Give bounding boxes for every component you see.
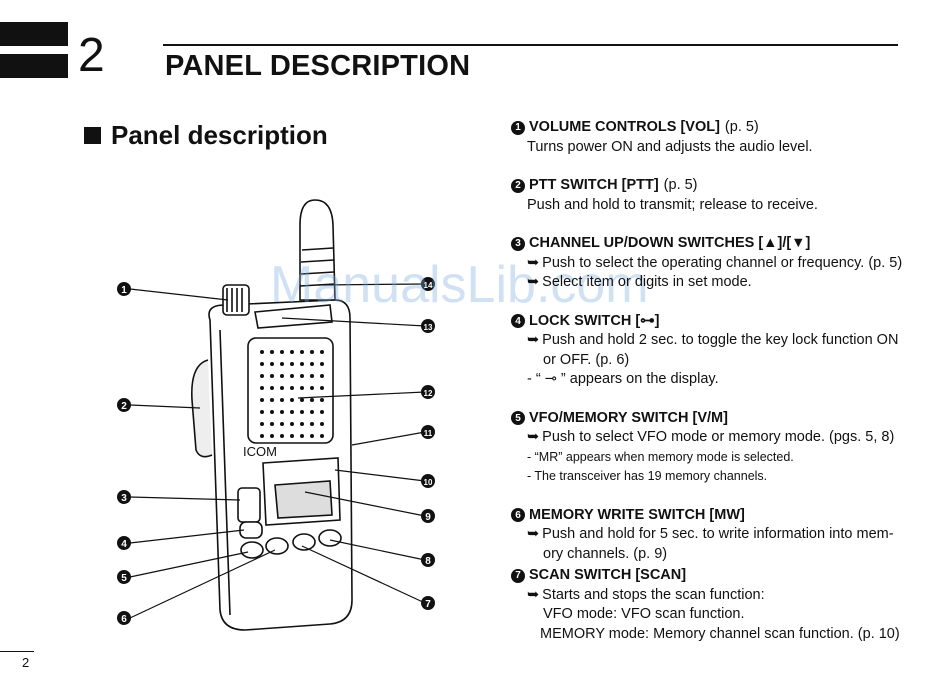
item-line-text: Push and hold 2 sec. to toggle the key l… — [542, 332, 899, 348]
item-line: ➥Push to select VFO mode or memory mode.… — [511, 428, 911, 448]
item-line: MEMORY mode: Memory channel scan functio… — [540, 625, 900, 642]
item-line: Push and hold to transmit; release to re… — [527, 196, 818, 213]
number-badge: 7 — [511, 568, 525, 583]
callout-6: 6 — [121, 614, 127, 625]
item-title: VOLUME CONTROLS [VOL] — [529, 119, 720, 135]
item-title: LOCK SWITCH [⊶] — [529, 312, 660, 329]
desc-item-3: 3 CHANNEL UP/DOWN SWITCHES [▲]/[▼] ➥Push … — [511, 234, 911, 293]
section-title: Panel description — [111, 120, 328, 150]
item-title: CHANNEL UP/DOWN SWITCHES [▲]/[▼] — [529, 235, 811, 251]
item-page-ref: (p. 5) — [724, 119, 759, 135]
arrow-icon: ➥ — [527, 526, 540, 542]
item-line: ➥Push and hold for 5 sec. to write infor… — [511, 525, 911, 545]
item-line-text: Starts and stops the scan function: — [542, 586, 765, 603]
arrow-icon: ➥ — [527, 254, 540, 271]
chapter-tab-bar-bottom — [0, 54, 68, 78]
item-line-text: Select item or digits in set mode. — [542, 274, 752, 290]
item-line: VFO mode: VFO scan function. — [543, 606, 745, 622]
callout-12: 12 — [424, 389, 433, 398]
number-badge: 1 — [511, 120, 525, 135]
radio-illustration: ICOM 1 2 3 4 5 6 7 8 9 10 11 12 13 14 — [117, 199, 435, 631]
desc-item-7: 7 SCAN SWITCH [SCAN] ➥Starts and stops th… — [511, 566, 911, 644]
number-badge: 6 — [511, 508, 525, 523]
callout-8: 8 — [425, 556, 431, 567]
number-badge: 4 — [511, 314, 525, 329]
item-line: or OFF. (p. 6) — [543, 351, 630, 368]
callout-1: 1 — [121, 285, 127, 296]
section-heading: Panel description — [84, 120, 328, 151]
item-line-text: Push to select the operating channel or … — [542, 254, 903, 271]
callout-4: 4 — [121, 539, 127, 550]
number-badge: 5 — [511, 411, 525, 426]
item-line: - The transceiver has 19 memory channels… — [527, 469, 768, 483]
item-title: SCAN SWITCH [SCAN] — [529, 567, 687, 583]
item-line: ory channels. (p. 9) — [543, 545, 668, 562]
chapter-tab-bar-top — [0, 22, 68, 46]
desc-item-5: 5 VFO/MEMORY SWITCH [V/M] ➥Push to select… — [511, 409, 911, 487]
item-title: PTT SWITCH [PTT] — [529, 177, 659, 193]
callout-9: 9 — [425, 512, 431, 523]
callout-14: 14 — [424, 281, 433, 290]
item-line-text: Push to select VFO mode or memory mode. … — [542, 429, 895, 445]
desc-item-1: 1 VOLUME CONTROLS [VOL](p. 5) Turns power… — [511, 118, 911, 157]
number-badge: 2 — [511, 178, 525, 193]
item-line: Turns power ON and adjusts the audio lev… — [527, 138, 813, 155]
arrow-icon: ➥ — [527, 586, 540, 603]
desc-item-4: 4 LOCK SWITCH [⊶] ➥Push and hold 2 sec. t… — [511, 312, 911, 390]
item-line: - “ ⊸ ” appears on the display. — [527, 371, 719, 387]
callout-7: 7 — [425, 599, 431, 610]
callout-11: 11 — [424, 429, 433, 438]
item-line-text: Push and hold for 5 sec. to write inform… — [542, 526, 894, 542]
number-badge: 3 — [511, 236, 525, 251]
item-line: - “MR” appears when memory mode is selec… — [527, 449, 794, 464]
item-line: ➥Select item or digits in set mode. — [511, 273, 911, 293]
footer-rule — [0, 651, 34, 652]
arrow-icon: ➥ — [527, 332, 540, 348]
desc-item-6: 6 MEMORY WRITE SWITCH [MW] ➥Push and hold… — [511, 506, 911, 565]
item-line: ➥Push and hold 2 sec. to toggle the key … — [511, 331, 911, 351]
callout-13: 13 — [424, 323, 433, 332]
callout-2: 2 — [121, 401, 127, 412]
callout-10: 10 — [424, 478, 433, 487]
brand-label: ICOM — [243, 444, 277, 459]
item-line: ➥Push to select the operating channel or… — [511, 254, 911, 274]
chapter-number: 2 — [78, 29, 105, 82]
callout-5: 5 — [121, 573, 127, 584]
item-title: VFO/MEMORY SWITCH [V/M] — [529, 409, 728, 426]
item-title: MEMORY WRITE SWITCH [MW] — [529, 506, 745, 523]
item-page-ref: (p. 5) — [663, 177, 698, 193]
item-line: ➥Starts and stops the scan function: — [511, 586, 911, 606]
desc-item-2: 2 PTT SWITCH [PTT](p. 5) Push and hold to… — [511, 176, 911, 215]
arrow-icon: ➥ — [527, 429, 540, 445]
header-rule — [163, 44, 898, 46]
arrow-icon: ➥ — [527, 274, 540, 290]
chapter-title: PANEL DESCRIPTION — [165, 50, 471, 82]
callout-3: 3 — [121, 493, 127, 504]
page-number: 2 — [22, 655, 30, 670]
section-square-icon — [84, 127, 101, 144]
